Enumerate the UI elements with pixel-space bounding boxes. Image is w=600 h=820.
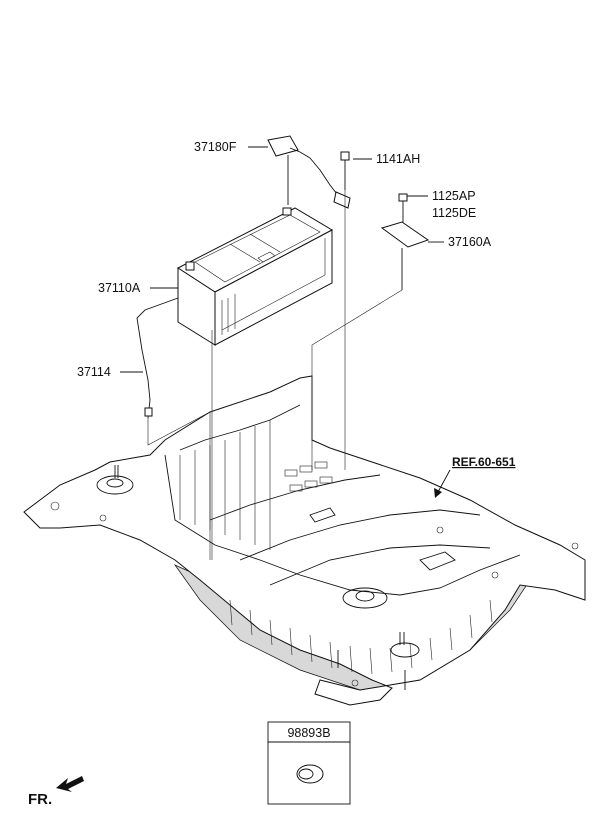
forward-arrow-icon [56, 776, 84, 792]
front-label: FR. [28, 791, 52, 808]
rear-floor-pan [23, 375, 586, 706]
label-37180F: 37180F [194, 140, 237, 154]
part-labels: 37180F 1141AH 1125AP 1125DE 37160A 37110… [77, 140, 516, 469]
label-1125AP: 1125AP [432, 189, 476, 203]
leader-lines [120, 146, 451, 560]
label-ref-60-651: REF.60-651 [452, 455, 516, 469]
label-1141AH: 1141AH [376, 152, 420, 166]
label-37114: 37114 [77, 365, 111, 379]
battery-cables [136, 135, 430, 419]
grommet-icon [296, 764, 324, 784]
label-98893B: 98893B [287, 726, 330, 740]
battery-assembly [177, 207, 334, 346]
label-37110A: 37110A [98, 281, 141, 295]
inset-98893B: 98893B [267, 721, 351, 805]
label-37160A: 37160A [448, 235, 492, 249]
label-1125DE: 1125DE [432, 206, 476, 220]
front-direction-indicator: FR. [28, 776, 84, 808]
